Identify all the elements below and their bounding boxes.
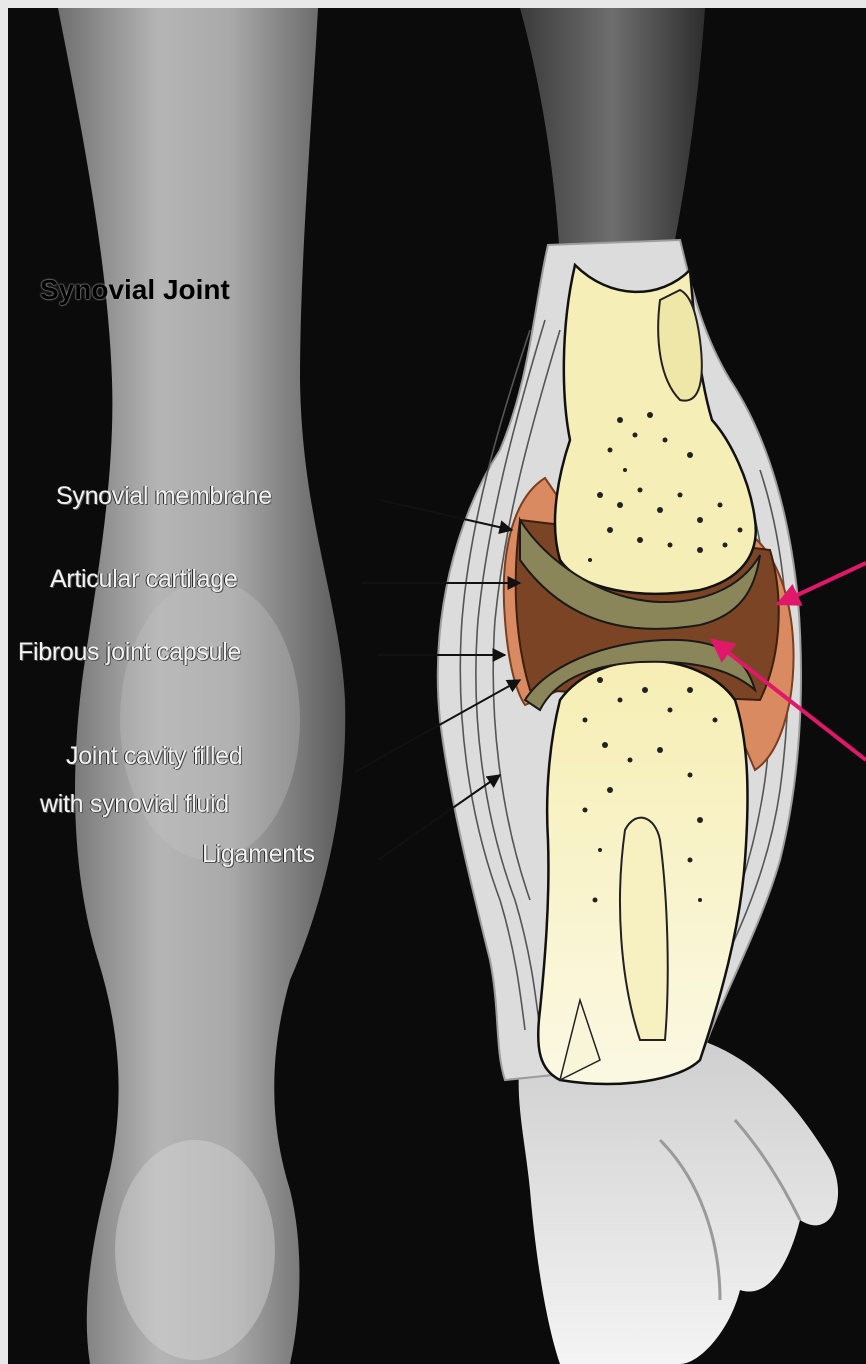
label-joint-cavity-line1: Joint cavity filled xyxy=(66,742,242,771)
label-articular-cartilage: Articular cartilage xyxy=(50,565,237,594)
label-synovial-membrane: Synovial membrane xyxy=(56,482,272,511)
label-joint-cavity-line2: with synovial fluid xyxy=(40,790,229,819)
left-paw-highlight xyxy=(115,1140,275,1360)
label-fibrous-joint-capsule: Fibrous joint capsule xyxy=(18,638,241,667)
label-ligaments: Ligaments xyxy=(202,840,315,869)
figure-title: Synovial Joint xyxy=(40,274,230,306)
